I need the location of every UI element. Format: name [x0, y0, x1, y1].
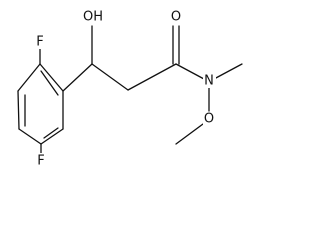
atom-methoxy-o: O — [203, 112, 215, 127]
atom-hydroxyl: OH — [82, 10, 104, 25]
atom-hydroxyl-label: OH — [83, 10, 103, 25]
atom-f-top: F — [34, 35, 46, 50]
bond-carbonyl-carbon-to-n — [175, 63, 205, 80]
atom-amide-n: N — [203, 73, 216, 89]
ring-bond-c6-c1 — [39, 63, 64, 92]
benzene-ring — [17, 63, 64, 145]
ring-bond-c1-c2 — [17, 63, 41, 92]
bond-ring-to-chiral-carbon — [62, 63, 93, 92]
ring-bond-c4-c5 — [40, 128, 64, 145]
ring-bond-c3-c4 — [18, 128, 42, 145]
atom-carbonyl-o: O — [170, 10, 182, 25]
structure-diagram: F F OH O N O — [17, 10, 243, 169]
ring-bond-c2-c3 — [17, 90, 20, 130]
atom-amide-n-label: N — [204, 74, 214, 89]
ring-double-bond-inner-3 — [43, 127, 59, 139]
bond-ch2-to-carbonyl-carbon — [127, 63, 177, 91]
bond-methoxy-o-to-methyl — [175, 123, 204, 145]
atom-methoxy-o-label: O — [204, 112, 214, 127]
bond-n-to-methyl — [213, 63, 243, 80]
ring-double-bond-inner-2 — [40, 70, 59, 96]
atom-carbonyl-o-label: O — [171, 10, 181, 25]
atom-f-bottom-label: F — [37, 154, 44, 169]
atom-f-bottom: F — [35, 153, 47, 169]
atom-f-top-label: F — [36, 35, 43, 50]
bond-chiral-carbon-to-ch2 — [91, 63, 129, 91]
